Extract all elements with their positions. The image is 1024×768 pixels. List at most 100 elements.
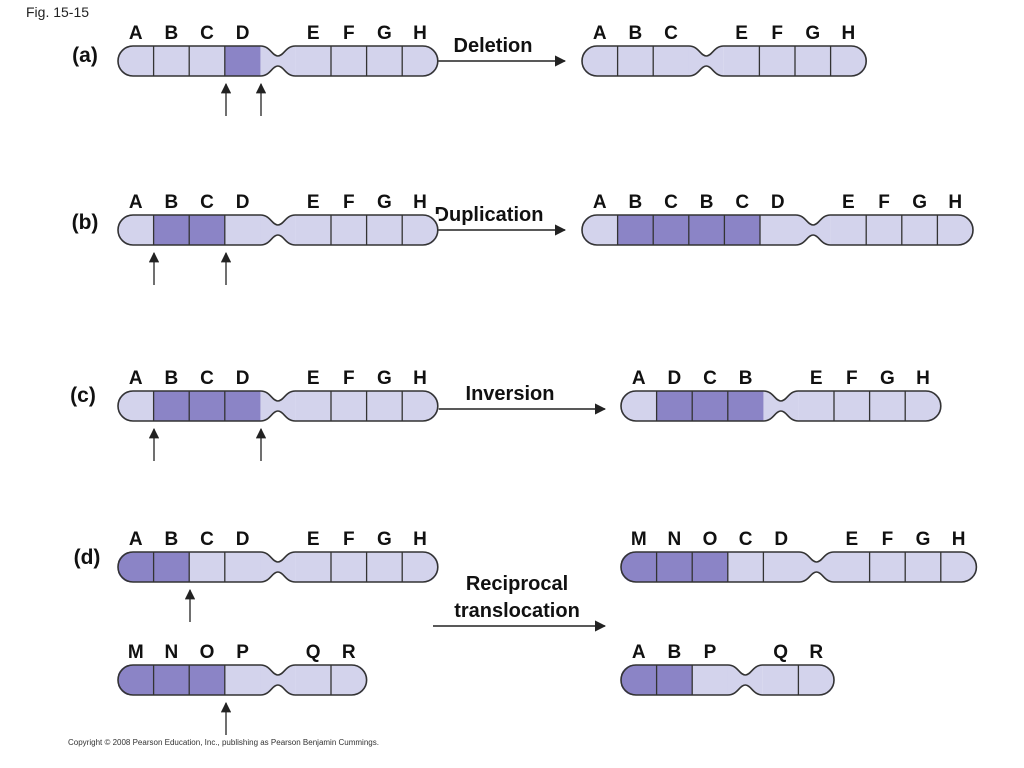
gene-label: C bbox=[200, 368, 214, 389]
chromosome-outline bbox=[620, 390, 942, 422]
gene-label: E bbox=[307, 529, 320, 550]
gene-label: D bbox=[668, 368, 682, 389]
figure-label: Fig. 15-15 bbox=[26, 4, 90, 20]
gene-label: A bbox=[129, 529, 143, 550]
gene-label: Q bbox=[773, 642, 788, 663]
gene-label: H bbox=[952, 529, 966, 550]
gene-segment bbox=[940, 552, 977, 582]
gene-segment bbox=[901, 215, 938, 245]
chromosome-outline bbox=[117, 551, 439, 583]
gene-label: C bbox=[200, 529, 214, 550]
gene-segment bbox=[153, 552, 190, 582]
gene-label: F bbox=[343, 368, 355, 389]
gene-segment bbox=[937, 215, 974, 245]
gene-label: C bbox=[200, 23, 214, 44]
gene-segment bbox=[189, 391, 226, 421]
gene-segment bbox=[653, 215, 690, 245]
gene-label: B bbox=[165, 192, 179, 213]
gene-label: H bbox=[413, 192, 427, 213]
gene-segment bbox=[224, 215, 261, 245]
gene-segment bbox=[331, 215, 368, 245]
gene-segment bbox=[621, 391, 658, 421]
gene-segment bbox=[798, 665, 835, 695]
gene-segment bbox=[723, 46, 760, 76]
gene-label: H bbox=[842, 23, 856, 44]
panel-label-c: (c) bbox=[70, 384, 96, 407]
gene-label: D bbox=[236, 192, 250, 213]
gene-label: A bbox=[632, 368, 646, 389]
gene-segment bbox=[905, 391, 942, 421]
gene-segment bbox=[656, 665, 693, 695]
gene-label: D bbox=[236, 23, 250, 44]
gene-label: A bbox=[129, 23, 143, 44]
gene-segment bbox=[118, 665, 155, 695]
gene-label: B bbox=[700, 192, 714, 213]
gene-label: B bbox=[629, 23, 643, 44]
gene-segment bbox=[118, 552, 155, 582]
gene-segment bbox=[331, 552, 368, 582]
gene-segment bbox=[582, 215, 619, 245]
gene-segment bbox=[295, 391, 332, 421]
gene-label: H bbox=[916, 368, 930, 389]
gene-label: B bbox=[739, 368, 753, 389]
gene-segment bbox=[653, 46, 690, 76]
panel-label-b: (b) bbox=[72, 211, 99, 234]
gene-segment bbox=[830, 46, 867, 76]
chromosome-outline bbox=[117, 214, 439, 246]
gene-label: R bbox=[809, 642, 823, 663]
gene-label: G bbox=[916, 529, 931, 550]
gene-label: C bbox=[200, 192, 214, 213]
gene-segment bbox=[189, 665, 226, 695]
gene-segment bbox=[763, 552, 800, 582]
gene-segment bbox=[834, 391, 871, 421]
gene-label: H bbox=[413, 529, 427, 550]
gene-label: C bbox=[664, 192, 678, 213]
gene-label: A bbox=[129, 192, 143, 213]
gene-segment bbox=[834, 552, 871, 582]
gene-label: A bbox=[632, 642, 646, 663]
gene-segment bbox=[153, 215, 190, 245]
gene-segment bbox=[869, 391, 906, 421]
gene-label: B bbox=[165, 23, 179, 44]
gene-label: N bbox=[668, 529, 682, 550]
gene-label: E bbox=[842, 192, 855, 213]
gene-segment bbox=[727, 391, 764, 421]
gene-label: P bbox=[236, 642, 249, 663]
gene-segment bbox=[153, 46, 190, 76]
gene-segment bbox=[798, 391, 835, 421]
panel-label-d: (d) bbox=[74, 546, 101, 569]
gene-segment bbox=[366, 552, 403, 582]
gene-segment bbox=[830, 215, 867, 245]
gene-label: N bbox=[165, 642, 179, 663]
gene-segment bbox=[224, 552, 261, 582]
gene-label: D bbox=[774, 529, 788, 550]
gene-segment bbox=[727, 552, 764, 582]
gene-segment bbox=[118, 391, 155, 421]
gene-segment bbox=[795, 46, 832, 76]
gene-segment bbox=[366, 215, 403, 245]
gene-label: H bbox=[948, 192, 962, 213]
gene-label: E bbox=[735, 23, 748, 44]
gene-segment bbox=[905, 552, 942, 582]
gene-segment bbox=[759, 46, 796, 76]
gene-label: B bbox=[629, 192, 643, 213]
gene-label: G bbox=[880, 368, 895, 389]
gene-label: C bbox=[735, 192, 749, 213]
gene-segment bbox=[153, 665, 190, 695]
gene-segment bbox=[366, 391, 403, 421]
gene-label: Q bbox=[306, 642, 321, 663]
gene-segment bbox=[118, 46, 155, 76]
gene-label: F bbox=[771, 23, 783, 44]
gene-segment bbox=[617, 215, 654, 245]
gene-segment bbox=[189, 552, 226, 582]
gene-segment bbox=[402, 46, 439, 76]
operation-label-c: Inversion bbox=[466, 383, 555, 405]
gene-label: B bbox=[165, 529, 179, 550]
operation-label-b: Duplication bbox=[435, 204, 544, 226]
